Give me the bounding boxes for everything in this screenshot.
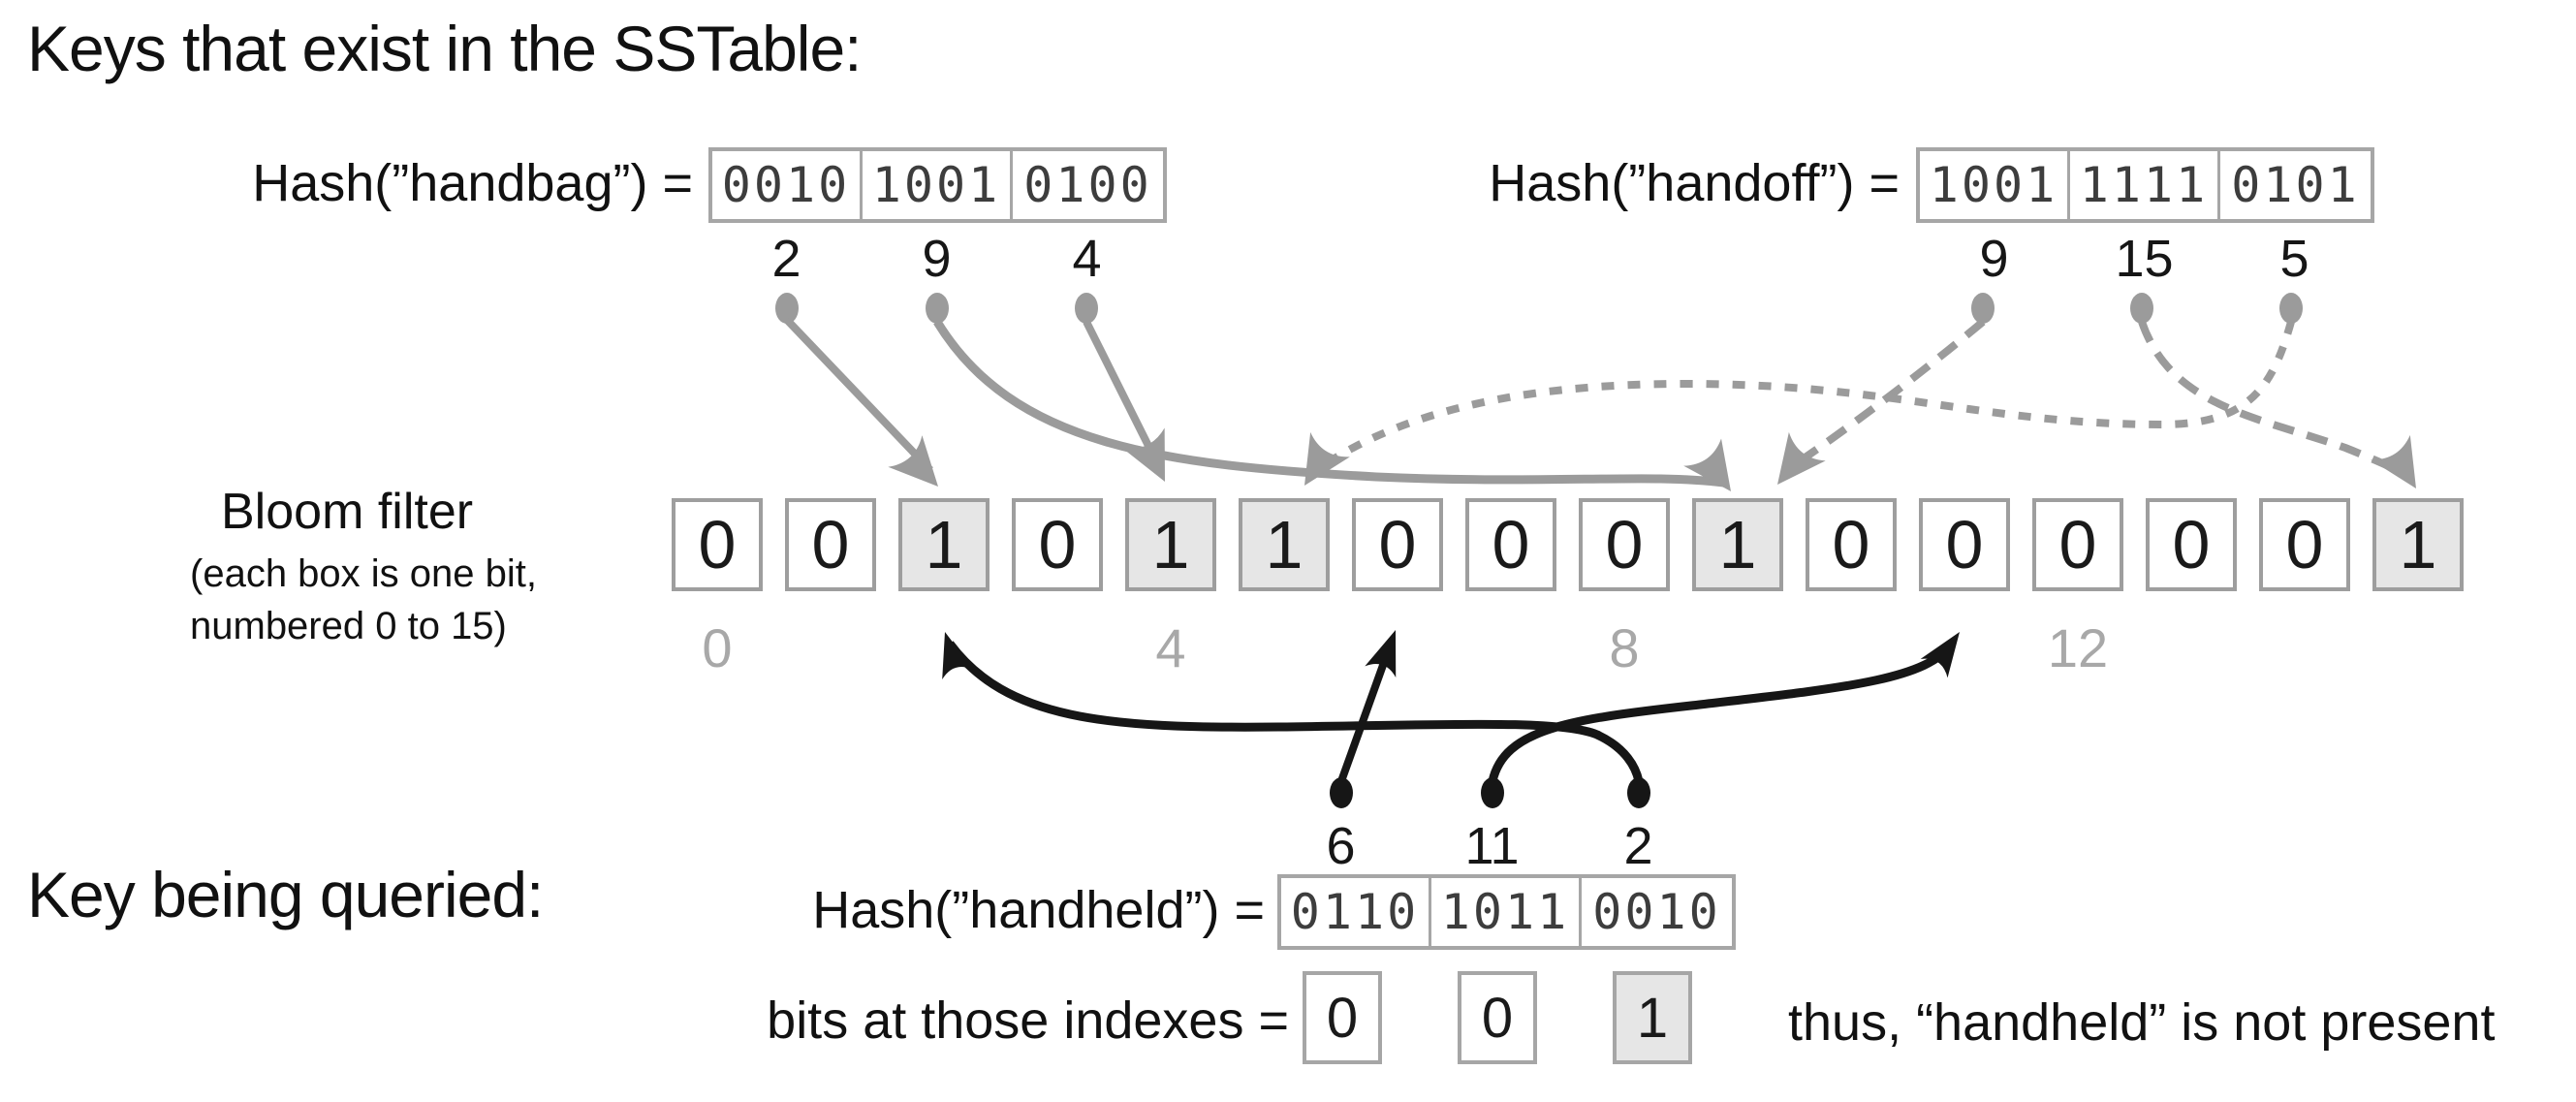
handbag-dot-2 (775, 293, 799, 324)
bloom-filter-label: Bloom filter (221, 484, 474, 540)
bloom-bit-11: 0 (1919, 498, 2010, 591)
bloom-filter-bit-array: 0 0 1 0 1 1 0 0 0 1 0 0 0 0 0 1 (672, 498, 2464, 591)
handbag-hash-cell: 0100 (1023, 157, 1152, 213)
bits-at-indexes-label: bits at those indexes = (767, 992, 1289, 1050)
handbag-index: 9 (922, 230, 952, 288)
handbag-index-row: 2 9 4 (711, 229, 1162, 289)
handoff-index: 15 (2115, 230, 2174, 288)
conclusion-text: thus, “handheld” is not present (1788, 993, 2496, 1052)
arrow-handheld-2-to-bit2 (946, 641, 1644, 783)
bloom-bit-13: 0 (2146, 498, 2237, 591)
bloom-tick-12: 12 (2047, 617, 2109, 678)
handbag-index: 4 (1072, 230, 1102, 288)
arrowhead-bit5-gray-dashed (1304, 431, 1350, 486)
handbag-hash-label: Hash(”handbag”) = (252, 154, 693, 212)
arrowhead-bit9-gray-solid (1683, 438, 1731, 491)
bloom-bit-8: 0 (1579, 498, 1670, 591)
arrow-handoff-5-to-bit5 (1309, 320, 2295, 477)
handoff-index-row: 9 15 5 (1919, 229, 2370, 289)
query-section-label: Key being queried: (27, 859, 544, 930)
arrowhead-bit11-black (1920, 632, 1960, 678)
handoff-hash-cell: 1001 (1920, 151, 2070, 219)
bloom-bit-7: 0 (1465, 498, 1556, 591)
handheld-index: 6 (1326, 817, 1356, 875)
handbag-dot-4 (1075, 293, 1098, 324)
arrowhead-bit9-gray-dashed (1777, 431, 1826, 485)
bloom-filter-sublabel-1: (each box is one bit, (190, 552, 537, 595)
handoff-hash-cell: 1111 (2070, 151, 2220, 219)
handheld-hash-cell: 0010 (1592, 884, 1721, 940)
handoff-index: 5 (2279, 230, 2309, 288)
arrowhead-bit15-gray-dashed (2371, 434, 2416, 488)
arrow-handheld-11-to-bit11 (1488, 641, 1956, 783)
bloom-bit-1: 0 (785, 498, 876, 591)
handheld-hash-boxes: 0110 1011 0010 (1277, 874, 1736, 950)
arrow-handoff-15-to-bit15 (2138, 320, 2410, 480)
handheld-dot-11 (1481, 777, 1504, 808)
handbag-hash-boxes: 0010 1001 0100 (708, 147, 1167, 223)
bloom-tick-0: 0 (702, 617, 733, 678)
bloom-bit-14: 0 (2259, 498, 2350, 591)
handbag-index: 2 (771, 230, 801, 288)
handbag-hash-cell: 0010 (712, 151, 863, 219)
query-bit-result-0: 0 (1303, 971, 1382, 1064)
bloom-bit-6: 0 (1352, 498, 1443, 591)
bloom-bit-9: 1 (1692, 498, 1783, 591)
arrow-handoff-9-to-bit9 (1782, 318, 1986, 475)
query-bit-result-2: 1 (1613, 971, 1692, 1064)
arrow-handbag-9-to-bit9 (933, 319, 1725, 488)
bloom-tick-8: 8 (1609, 617, 1640, 678)
bloom-bit-2: 1 (898, 498, 990, 591)
handheld-hash-label: Hash(”handheld”) = (812, 881, 1265, 939)
handheld-dot-6 (1330, 777, 1353, 808)
handoff-dot-9 (1971, 293, 1995, 324)
bloom-tick-4: 4 (1155, 617, 1186, 678)
handoff-index: 9 (1979, 230, 2009, 288)
handbag-hash-cell: 1001 (863, 151, 1013, 219)
bloom-bit-0: 0 (672, 498, 763, 591)
bloom-bit-3: 0 (1012, 498, 1103, 591)
handoff-hash-label: Hash(”handoff”) = (1489, 154, 1900, 212)
bloom-bit-15: 1 (2372, 498, 2464, 591)
handheld-index: 11 (1464, 817, 1520, 875)
arrowhead-bit2-black (942, 632, 974, 679)
arrowhead-bit2-gray (888, 435, 938, 487)
bloom-filter-sublabel-2: numbered 0 to 15) (190, 605, 507, 647)
arrow-handbag-4-to-bit4 (1083, 320, 1163, 469)
arrow-handheld-6-to-bit6 (1337, 642, 1395, 783)
handoff-hash-cell: 0101 (2231, 157, 2360, 213)
handheld-hash-cell: 1011 (1431, 878, 1582, 946)
arrowhead-bit6-black (1365, 630, 1397, 678)
handheld-index: 2 (1623, 817, 1653, 875)
handoff-hash-boxes: 1001 1111 0101 (1916, 147, 2374, 223)
arrowhead-bit4-gray (1122, 427, 1165, 482)
diagram-title: Keys that exist in the SSTable: (27, 13, 862, 84)
handheld-hash-cell: 0110 (1281, 878, 1431, 946)
bloom-bit-4: 1 (1125, 498, 1216, 591)
bloom-bit-5: 1 (1239, 498, 1330, 591)
query-bit-result-1: 0 (1458, 971, 1537, 1064)
handoff-dot-5 (2279, 293, 2303, 324)
bloom-bit-10: 0 (1806, 498, 1897, 591)
bloom-bit-12: 0 (2032, 498, 2123, 591)
handoff-dot-15 (2130, 293, 2153, 324)
handbag-dot-9 (926, 293, 949, 324)
arrow-handbag-2-to-bit2 (784, 317, 933, 473)
handheld-dot-2 (1627, 777, 1650, 808)
